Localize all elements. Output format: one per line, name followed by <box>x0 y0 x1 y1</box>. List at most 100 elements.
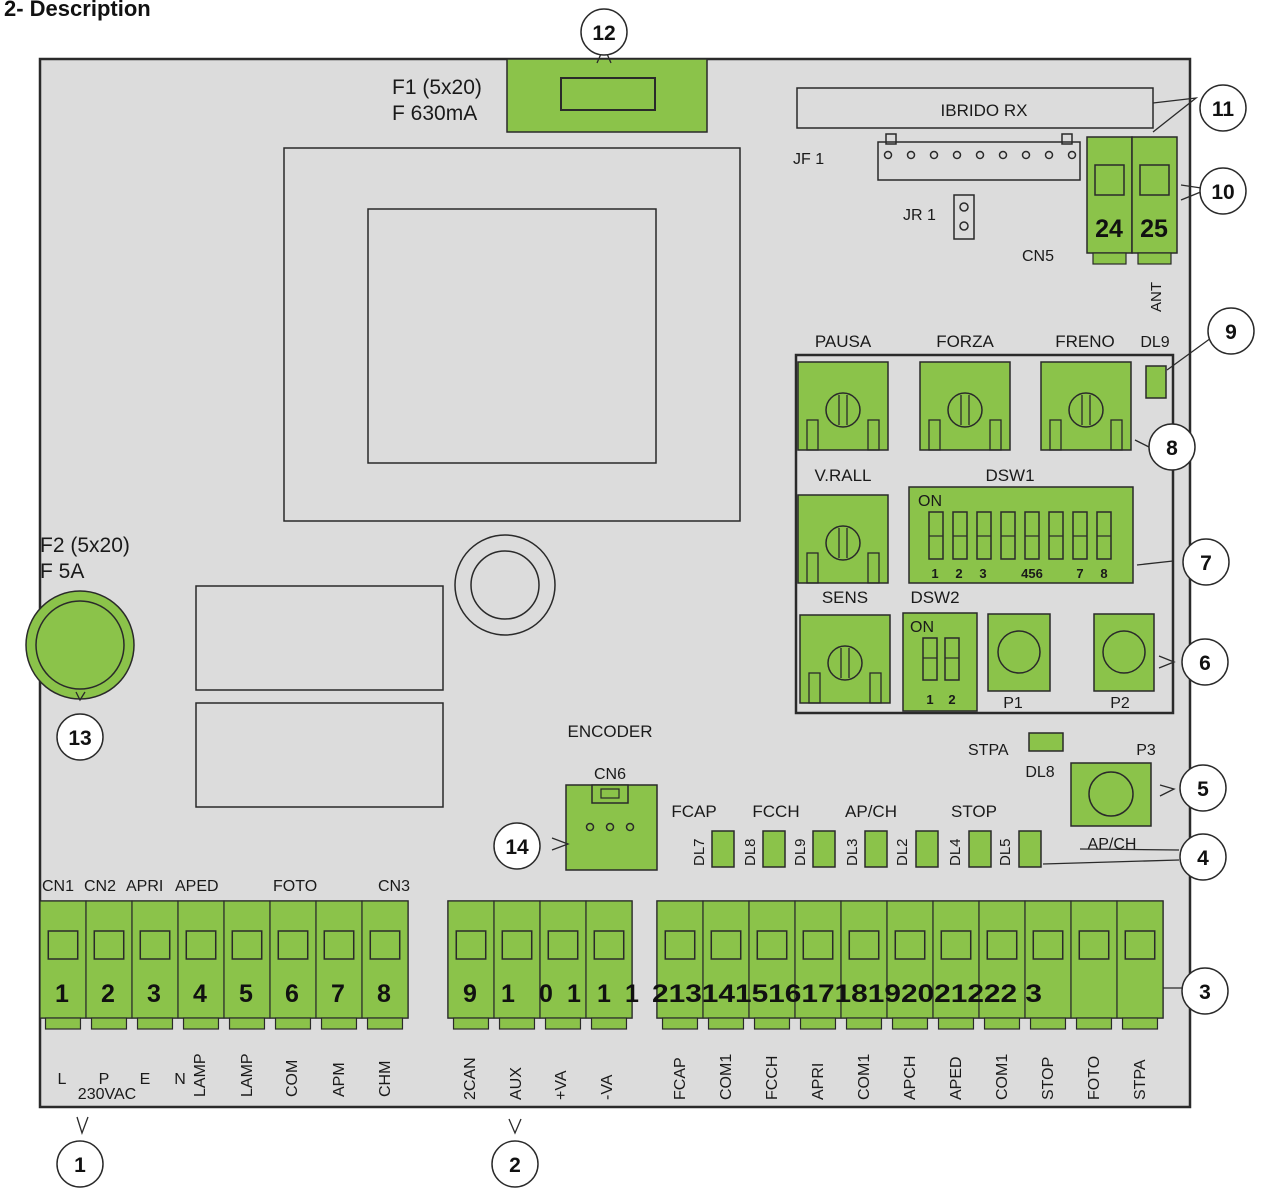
b2-label-2can: 2CAN <box>462 1057 479 1100</box>
jf1-pin <box>952 150 962 160</box>
b3-label-aped: APED <box>948 1056 965 1100</box>
jf1-pin <box>975 150 985 160</box>
trimmer-sens-knob <box>827 645 863 681</box>
status-led <box>1018 830 1042 868</box>
b1-terminal-screw <box>277 930 309 960</box>
trimmer-sens-leg <box>869 672 882 704</box>
b3-terminal-screw <box>1032 930 1064 960</box>
b1-label-lamp-2: LAMP <box>239 1053 256 1097</box>
trimmer-sens <box>799 614 891 704</box>
callout-number-2: 2 <box>509 1154 521 1177</box>
status-led <box>812 830 836 868</box>
led-dl8-stpa <box>1028 732 1064 752</box>
b1-terminal-foot <box>44 1017 82 1030</box>
dsw2-lever-1 <box>922 637 938 681</box>
b2-terminal-foot <box>498 1017 536 1030</box>
b1-terminal-foot <box>90 1017 128 1030</box>
callout-number-8: 8 <box>1166 437 1178 460</box>
b3-terminal-foot <box>1121 1017 1159 1030</box>
supply-230vac: 230VAC <box>78 1086 136 1103</box>
trimmer-vrall-leg <box>806 552 819 584</box>
b3-terminal-screw <box>940 930 972 960</box>
b3-label-foto: FOTO <box>1086 1056 1103 1100</box>
button-p2-cap[interactable] <box>1102 630 1146 674</box>
b2-num-1: 9 <box>463 980 477 1008</box>
b1-label-p: P <box>99 1071 110 1088</box>
apch-label: AP/CH <box>1088 836 1137 853</box>
jf1-pin <box>929 150 939 160</box>
callout-number-12: 12 <box>592 22 615 45</box>
b1-label-e: E <box>140 1071 151 1088</box>
b1-terminal-foot <box>182 1017 220 1030</box>
fuse-f1-label-1: F1 (5x20) <box>392 76 482 99</box>
terminal-block-inputs <box>656 900 1164 1030</box>
dsw1-levers <box>928 511 1112 560</box>
trimmer-vrall-knob <box>825 525 861 561</box>
b3-terminal-foot <box>983 1017 1021 1030</box>
jr1-jumper <box>953 194 975 240</box>
b3-terminal-foot <box>753 1017 791 1030</box>
b1-terminal-screw <box>93 930 125 960</box>
cn5-terminal-number: 25 <box>1140 215 1168 243</box>
encoder-pin-2 <box>605 822 615 832</box>
button-p3-label: P3 <box>1136 742 1156 759</box>
b3-label-com1-b: COM1 <box>856 1054 873 1100</box>
callout-number-5: 5 <box>1197 778 1209 801</box>
label-foto: FOTO <box>273 878 317 895</box>
b3-terminal-screw <box>986 930 1018 960</box>
b1-num-6: 6 <box>285 980 299 1008</box>
callout-7 <box>1182 538 1230 586</box>
callout-12 <box>580 8 628 56</box>
label-apri: APRI <box>126 878 163 895</box>
trimmer-freno-leg <box>1110 419 1123 451</box>
callout-number-6: 6 <box>1199 652 1211 675</box>
cn5-screw <box>1139 164 1170 196</box>
callout-14 <box>493 822 541 870</box>
b3-label-fcap: FCAP <box>672 1057 689 1100</box>
jf1-pins <box>883 133 1077 160</box>
callout-number-10: 10 <box>1211 181 1234 204</box>
trimmer-pausa-leg <box>867 419 880 451</box>
b1-terminal-foot <box>366 1017 404 1030</box>
status-led <box>864 830 888 868</box>
b3-terminal-screw <box>664 930 696 960</box>
button-p1-cap[interactable] <box>997 630 1041 674</box>
trimmer-sens-leg <box>808 672 821 704</box>
button-p3-cap[interactable] <box>1088 771 1134 817</box>
callout-2 <box>491 1140 539 1188</box>
cn5-label: CN5 <box>1022 248 1054 265</box>
b1-label-com: COM <box>284 1060 301 1097</box>
b2-label-mva: -VA <box>599 1074 616 1100</box>
pausa-label: PAUSA <box>815 332 872 351</box>
led-group-fcch: FCCH <box>752 802 799 821</box>
b1-num-4: 4 <box>193 980 207 1008</box>
b3-terminal-foot <box>707 1017 745 1030</box>
vrall-label: V.RALL <box>814 466 871 485</box>
jf1-header <box>877 141 1081 181</box>
b2-terminal-foot <box>544 1017 582 1030</box>
forza-label: FORZA <box>936 332 994 351</box>
callout-11 <box>1199 84 1247 132</box>
capacitor-inner <box>470 550 540 620</box>
led-group-fcap: FCAP <box>671 802 716 821</box>
b1-terminal-foot <box>228 1017 266 1030</box>
b3-label-com1-a: COM1 <box>718 1054 735 1100</box>
trimmer-pausa-knob <box>825 392 861 428</box>
sens-label: SENS <box>822 588 868 607</box>
b1-label-chm: CHM <box>377 1061 394 1097</box>
b2-label-aux: AUX <box>508 1067 525 1100</box>
b1-terminal-screw <box>231 930 263 960</box>
b2-num-6: 1 <box>625 980 639 1008</box>
dsw2-switch <box>902 612 978 712</box>
dsw1-title: DSW1 <box>985 466 1034 485</box>
b2-num-4: 1 <box>567 980 581 1008</box>
jf1-label: JF 1 <box>793 151 824 168</box>
callout-number-11: 11 <box>1212 98 1235 121</box>
b3-terminal-foot <box>1029 1017 1067 1030</box>
b3-label-apch: APCH <box>902 1056 919 1100</box>
fuse-f1-label-2: F 630mA <box>392 102 477 125</box>
b2-label-pva: +VA <box>553 1070 570 1100</box>
b2-terminal-screw <box>501 930 533 960</box>
dsw1-num-7: 7 <box>1076 566 1083 581</box>
jr1-label: JR 1 <box>903 207 936 224</box>
